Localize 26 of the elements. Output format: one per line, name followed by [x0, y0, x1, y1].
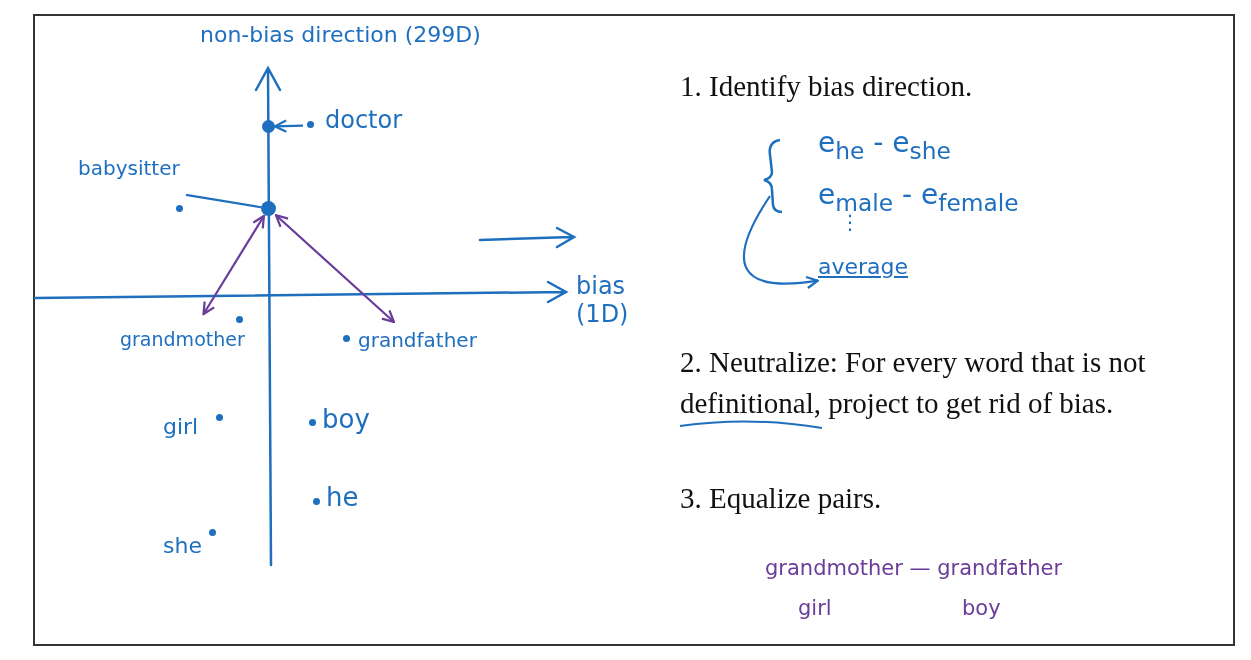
- step-heading: 1. Identify bias direction.: [680, 69, 973, 104]
- word-label: she: [163, 533, 202, 558]
- word-pair: grandmother — grandfather: [765, 556, 1063, 580]
- pair-word: girl: [798, 596, 832, 620]
- projection-point: [262, 120, 275, 133]
- arrow: [274, 214, 396, 324]
- step-description: 2. Neutralize: For every word that is not definitional, project to get rid of bias.: [680, 345, 1147, 421]
- word-label: he: [326, 482, 359, 512]
- projection-line: [185, 193, 262, 209]
- projection-point: [261, 201, 276, 216]
- word-label: average: [818, 254, 909, 279]
- word-label: girl: [163, 414, 199, 439]
- axis-label: bias (1D): [576, 272, 630, 328]
- arrow: [743, 195, 820, 289]
- step-heading: 3. Equalize pairs.: [680, 481, 882, 516]
- word-label: babysitter: [78, 156, 180, 180]
- pair-word: boy: [962, 596, 1001, 620]
- word-label: boy: [322, 404, 370, 434]
- word-label: doctor: [325, 106, 403, 134]
- formula: e$_{he}$ - e$_{she}$: [818, 126, 951, 165]
- word-label: grandfather: [358, 328, 477, 352]
- arrow: [202, 214, 265, 316]
- ellipsis: ⋮: [840, 210, 860, 234]
- axis-label: non-bias direction (299D): [200, 22, 481, 47]
- word-label: grandmother: [120, 328, 245, 350]
- arrow: [273, 119, 304, 133]
